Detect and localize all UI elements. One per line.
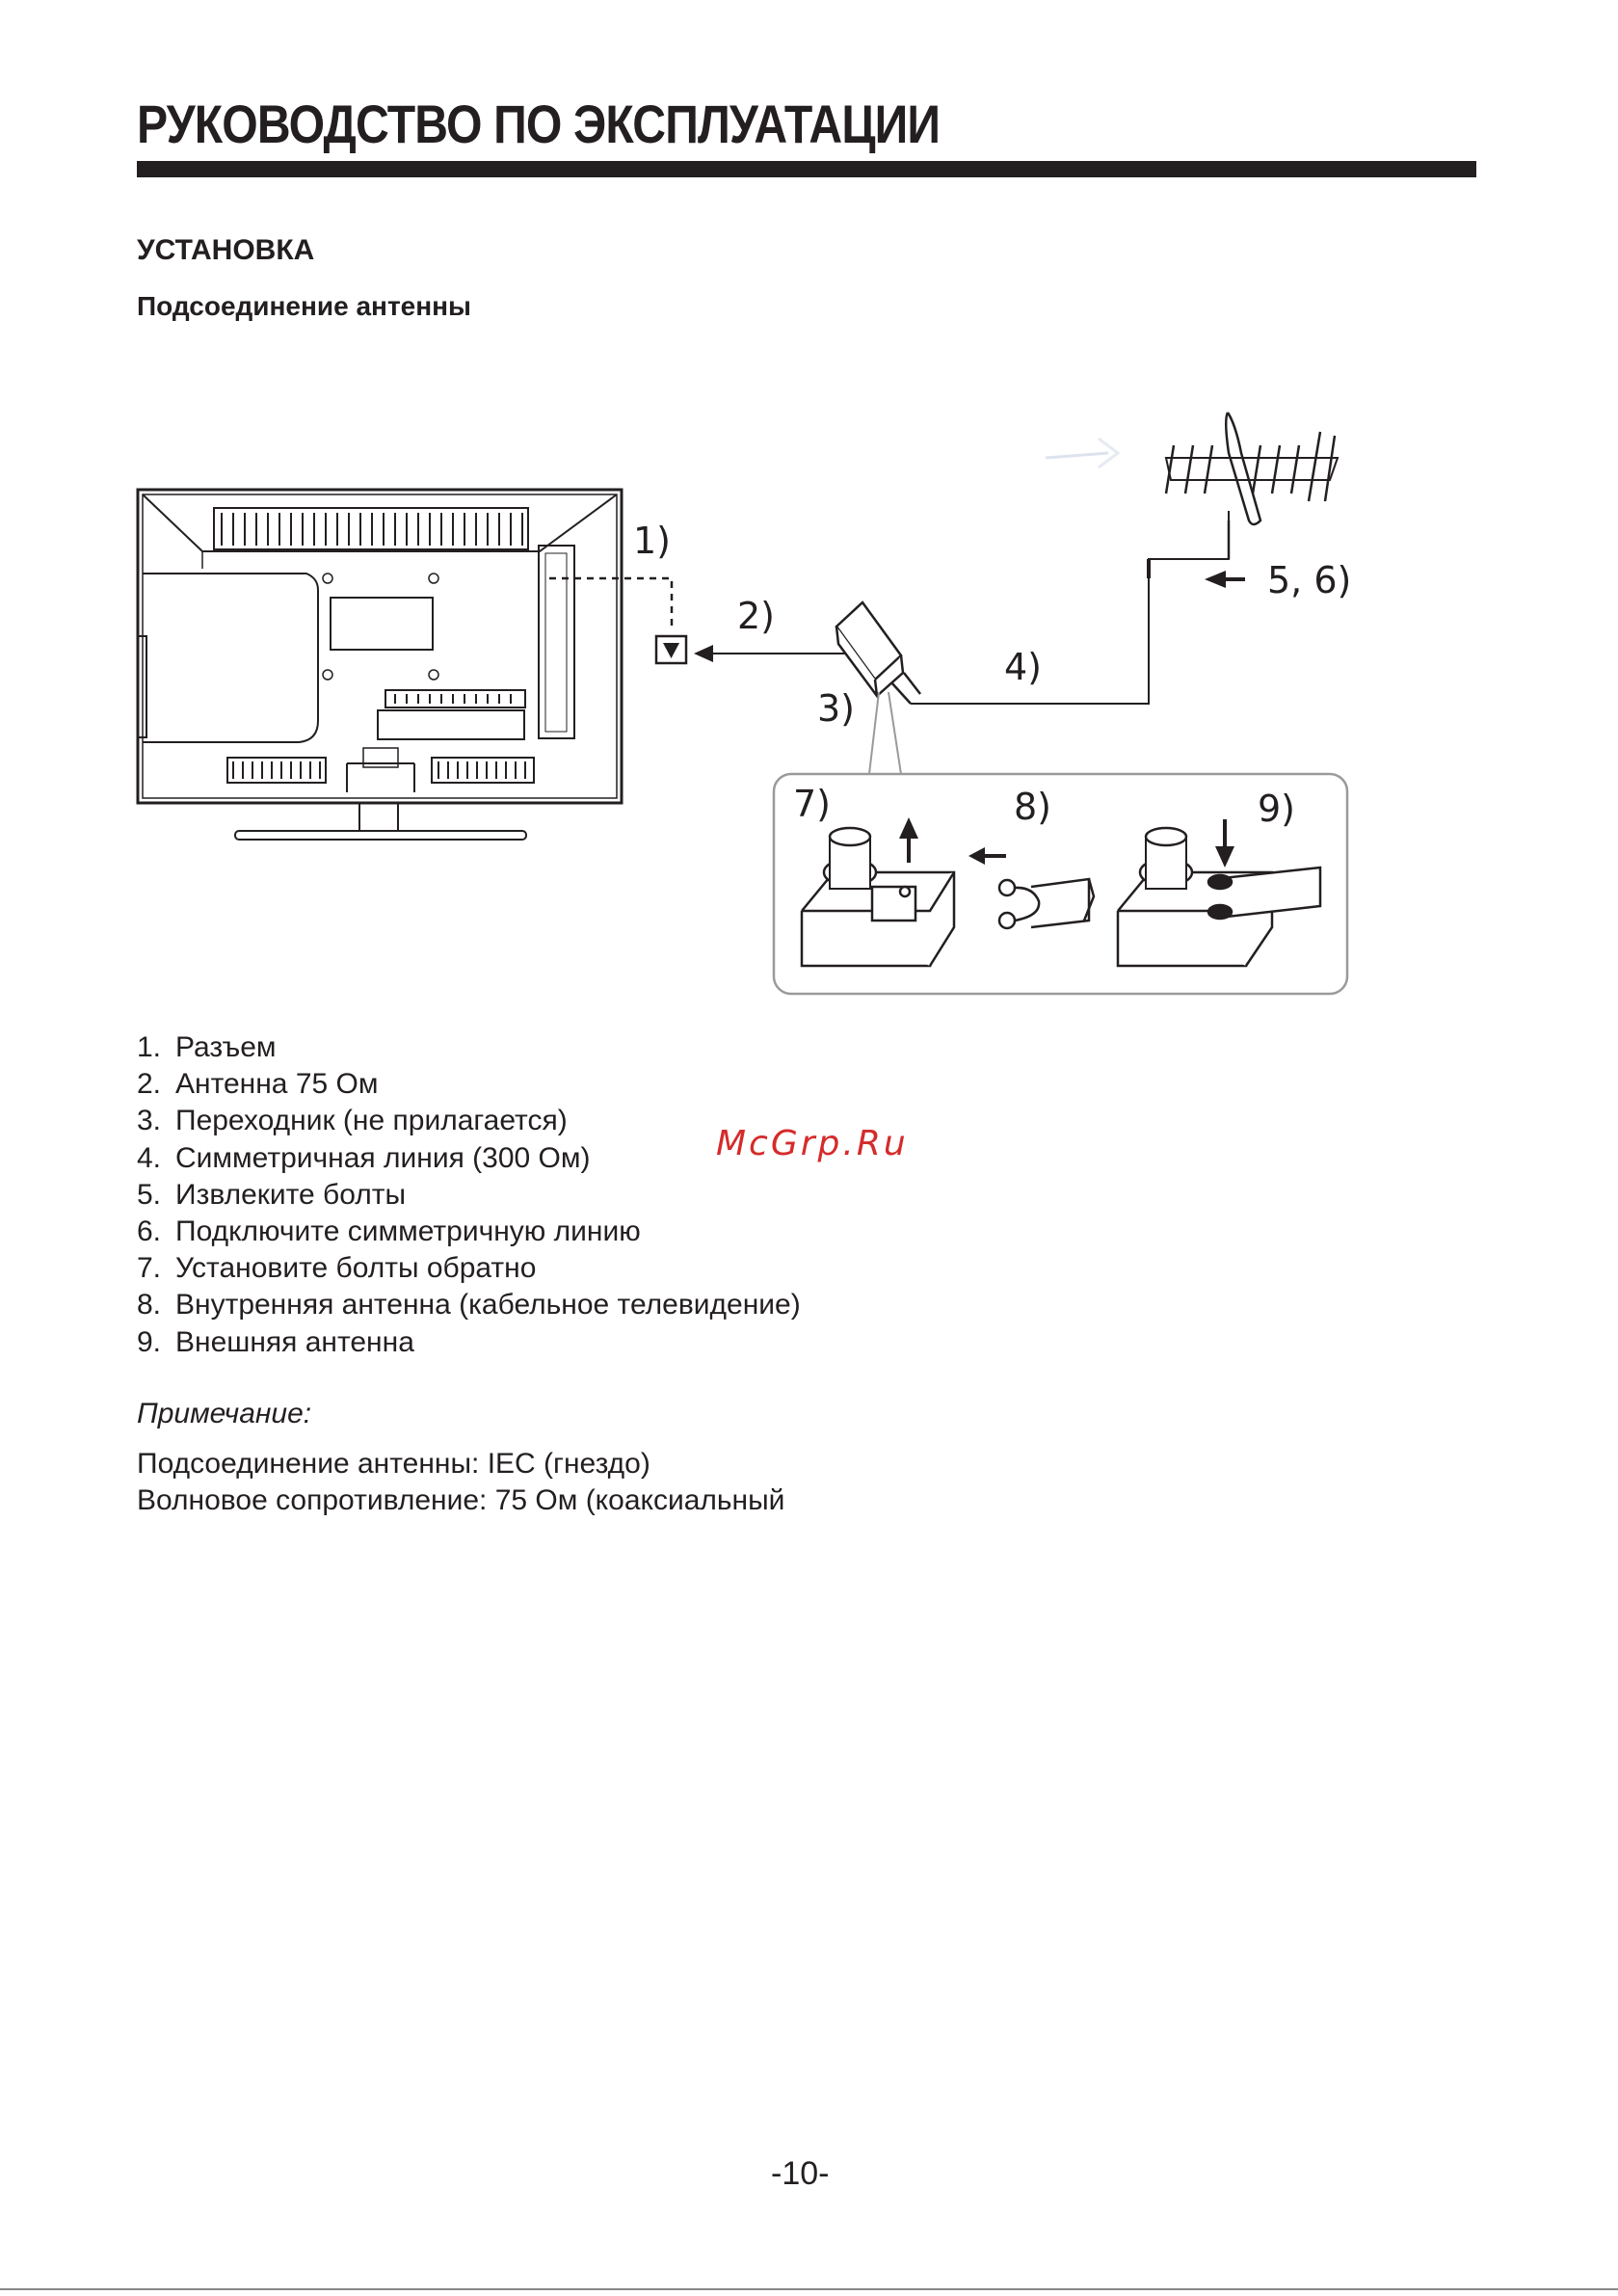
adapter-box [835, 601, 921, 705]
twin-lead-with-lugs [997, 877, 1096, 930]
bottom-divider [0, 2288, 1618, 2290]
callout-7: 7) [793, 783, 831, 825]
down-arrow-icon [663, 643, 679, 658]
legend-list: 1.Разъем 2.Антенна 75 Ом 3.Переходник (н… [137, 1029, 801, 1361]
tv-back-panel [136, 488, 623, 841]
terminal-block-connected [1116, 826, 1322, 968]
list-item: 1.Разъем [137, 1031, 277, 1063]
note-line: Волновое сопротивление: 75 Ом (коаксиаль… [137, 1484, 785, 1516]
list-item: 9.Внешняя антенна [137, 1325, 414, 1358]
note-label: Примечание: [137, 1398, 312, 1429]
twin-lead-line [911, 511, 1230, 705]
list-item: 8.Внутренняя антенна (кабельное телевиде… [137, 1289, 801, 1322]
down-arrow-icon [1215, 846, 1234, 868]
title-underline [137, 161, 1476, 177]
up-arrow-icon [899, 817, 918, 839]
section-heading: УСТАНОВКА [137, 234, 315, 266]
list-item: 5.Извлеките болты [137, 1178, 407, 1211]
page-number: -10- [771, 2155, 830, 2192]
left-arrow-icon [694, 645, 713, 662]
left-arrow-icon [1205, 571, 1226, 588]
callout-3: 3) [817, 687, 855, 730]
yagi-antenna [1164, 412, 1339, 559]
connector-guide-line [549, 576, 674, 631]
callout-1: 1) [633, 520, 671, 562]
list-item: 2.Антенна 75 Ом [137, 1068, 379, 1101]
tv-vent-grilles [221, 513, 526, 779]
antenna-connection-diagram: 1) 2) 3) 4) 5, 6) 7) 8) 9) [136, 412, 1351, 996]
terminal-block-remove-screws [800, 826, 956, 968]
page-title: РУКОВОДСТВО ПО ЭКСПЛУАТАЦИИ [137, 93, 941, 154]
callout-4: 4) [1004, 646, 1042, 688]
list-item: 7.Установите болты обратно [137, 1252, 537, 1285]
callout-2: 2) [737, 595, 775, 637]
watermark: McGrp.Ru [716, 1124, 909, 1163]
list-item: 6.Подключите симметричную линию [137, 1215, 641, 1248]
note-line: Подсоединение антенны: IEC (гнездо) [137, 1448, 650, 1480]
callout-5-6: 5, 6) [1267, 559, 1351, 601]
callout-9: 9) [1258, 788, 1295, 830]
subsection-heading: Подсоединение антенны [137, 291, 471, 321]
list-item: 3.Переходник (не прилагается) [137, 1105, 568, 1137]
callout-8: 8) [1014, 786, 1051, 828]
list-item: 4.Симметричная линия (300 Ом) [137, 1141, 591, 1174]
left-arrow-icon [968, 847, 985, 865]
